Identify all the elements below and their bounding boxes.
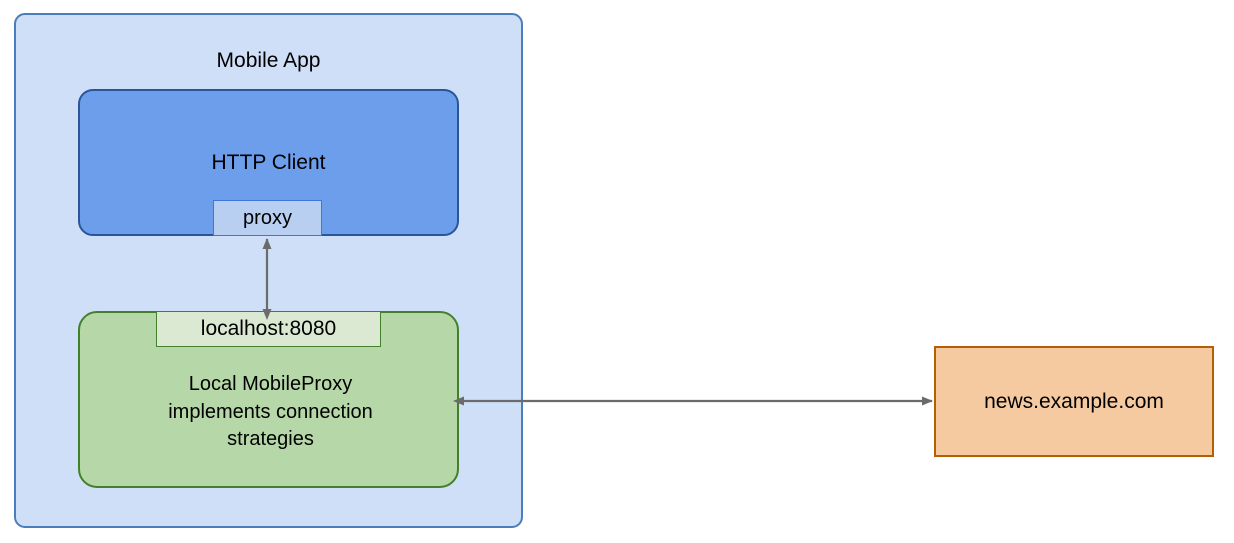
proxy-port-label[interactable]: proxy <box>213 200 322 236</box>
mobile-app-title: Mobile App <box>216 49 321 72</box>
local-mobileproxy-line-1: Local MobileProxy <box>188 373 353 395</box>
local-mobileproxy-description: Local MobileProxy implements connection … <box>90 371 451 454</box>
localhost-endpoint-label[interactable]: localhost:8080 <box>156 311 381 347</box>
local-mobileproxy-line-2: implements connection <box>168 400 373 423</box>
remote-server-node[interactable]: news.example.com <box>934 346 1214 457</box>
local-mobileproxy-line-3: strategies <box>227 428 314 451</box>
http-client-label: HTTP Client <box>211 150 326 174</box>
